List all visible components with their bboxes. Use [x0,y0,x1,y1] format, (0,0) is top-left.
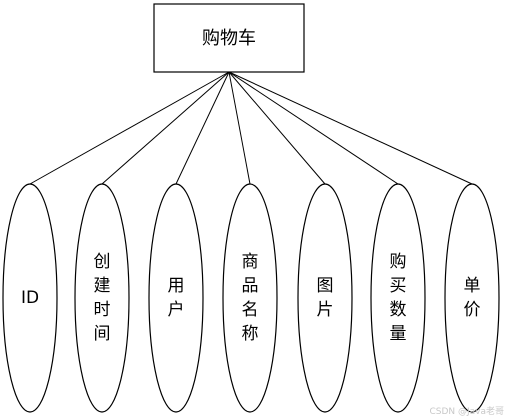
connector-line [29,71,230,185]
attribute-label: 图 [317,276,334,296]
attribute-node: 用户 [148,183,204,413]
connector-line [101,71,230,185]
attribute-ellipse [444,183,500,413]
attribute-node: 单价 [444,183,500,413]
connector-line [228,71,251,185]
attribute-label: 商 [242,252,259,272]
attribute-ellipse [222,183,278,413]
attribute-ellipse [297,183,353,413]
connector-line [228,71,473,185]
attribute-ellipse [370,183,426,413]
connector-line [228,71,326,185]
attribute-label: 购 [390,252,407,272]
attribute-ellipse [74,183,130,413]
entity: 购物车 [153,3,305,73]
attribute-label: 单 [464,276,481,296]
entity-label: 购物车 [202,28,256,49]
attribute-label: 建 [94,276,111,296]
attribute-label: 数 [390,300,407,320]
attribute-label: 创 [94,252,111,272]
attribute-label: 称 [242,324,259,344]
attribute-label: 间 [94,324,111,344]
attribute-label: 时 [94,300,111,320]
attribute-label: 片 [317,300,334,320]
attribute-label: 量 [390,324,407,344]
attribute-ellipse [2,183,58,413]
entity-box [153,3,305,73]
attribute-label: 品 [242,276,259,296]
watermark: CSDN @Java老哥 [429,407,504,417]
attribute-label: 名 [242,300,259,320]
attribute-label: 户 [168,300,185,320]
attribute-label: ID [21,288,39,308]
attribute-ellipse [148,183,204,413]
connector-line [175,71,230,185]
connectors [29,71,473,185]
attribute-node: 图片 [297,183,353,413]
connector-line [228,71,399,185]
attribute-label: 价 [464,300,481,320]
attribute-label: 买 [390,276,407,296]
attribute-node: ID [2,183,58,413]
attribute-label: 用 [168,276,185,296]
